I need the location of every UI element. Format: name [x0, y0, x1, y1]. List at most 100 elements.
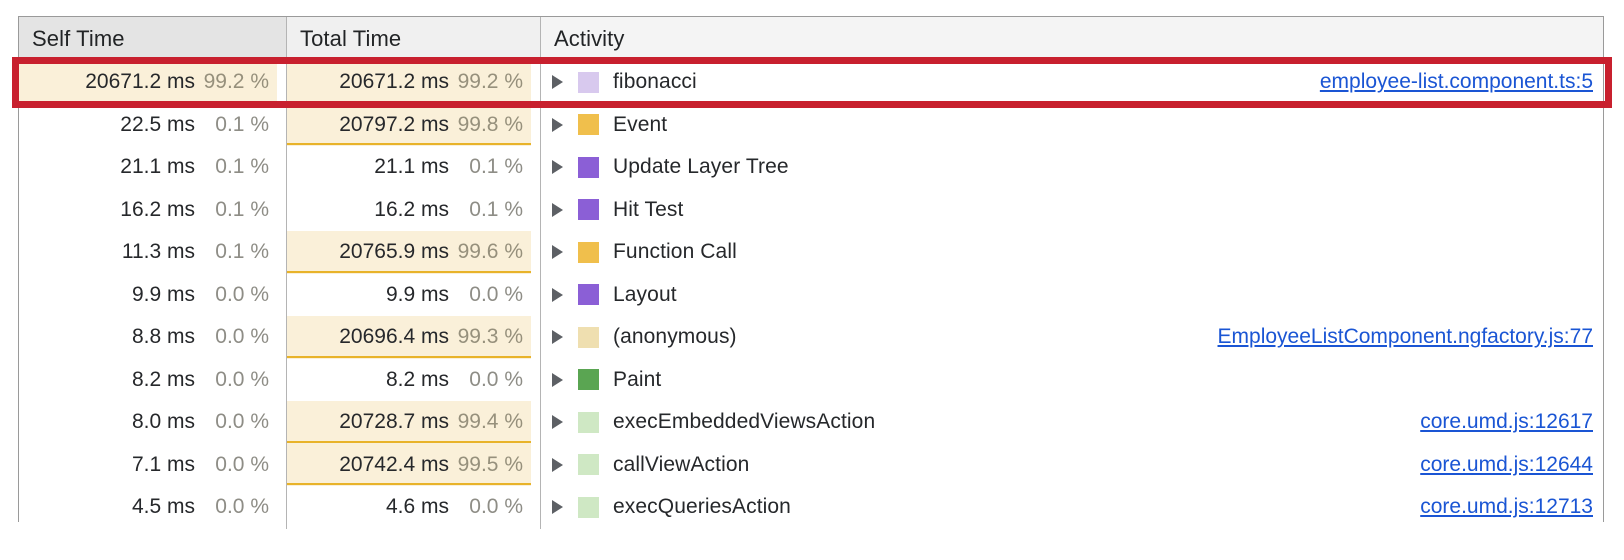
- cell-activity: Layout: [541, 274, 1603, 317]
- total-time-value-box: 21.1 ms 0.1 %: [287, 146, 531, 189]
- activity-color-swatch-icon: [578, 284, 599, 306]
- self-time-percent: 0.0 %: [215, 452, 269, 476]
- activity-label: Hit Test: [613, 197, 684, 221]
- table-header-row: Self Time Total Time Activity: [19, 17, 1603, 61]
- activity-color-swatch-icon: [578, 71, 599, 93]
- self-time-ms: 21.1 ms: [120, 155, 195, 179]
- activity-label: fibonacci: [613, 70, 697, 94]
- self-time-ms: 22.5 ms: [120, 112, 195, 136]
- cell-activity: (anonymous) EmployeeListComponent.ngfacto…: [541, 316, 1603, 359]
- expand-triangle-right-icon[interactable]: [552, 415, 563, 430]
- total-time-ms: 21.1 ms: [374, 155, 449, 179]
- expand-triangle-right-icon[interactable]: [552, 372, 563, 387]
- total-time-ms: 20765.9 ms: [339, 240, 449, 264]
- total-time-percent: 0.1 %: [469, 155, 523, 179]
- activity-color-swatch-icon: [578, 454, 599, 476]
- cell-total-time: 20765.9 ms 99.6 %: [287, 231, 541, 274]
- expand-triangle-right-icon[interactable]: [552, 287, 563, 302]
- column-header-self-time-label: Self Time: [32, 25, 125, 51]
- total-time-percent: 99.3 %: [457, 325, 523, 349]
- self-time-ms: 7.1 ms: [131, 452, 195, 476]
- source-location-link[interactable]: employee-list.component.ts:5: [1319, 70, 1593, 94]
- activity-label: execQueriesAction: [613, 495, 791, 519]
- total-time-value-box: 20765.9 ms 99.6 %: [287, 231, 531, 274]
- cell-activity: Function Call: [541, 231, 1603, 274]
- self-time-percent: 0.0 %: [215, 410, 269, 434]
- total-time-ms: 8.2 ms: [385, 367, 449, 391]
- source-location-link[interactable]: core.umd.js:12713: [1420, 495, 1593, 519]
- activity-label: (anonymous): [613, 325, 737, 349]
- column-header-activity[interactable]: Activity: [541, 17, 1603, 60]
- self-time-percent: 0.1 %: [215, 112, 269, 136]
- expand-triangle-right-icon[interactable]: [552, 160, 563, 175]
- activity-label: Layout: [613, 282, 677, 306]
- expand-triangle-right-icon[interactable]: [552, 117, 563, 132]
- cell-self-time: 7.1 ms 0.0 %: [19, 443, 287, 486]
- source-location-link[interactable]: EmployeeListComponent.ngfactory.js:77: [1217, 325, 1593, 349]
- table-row[interactable]: 11.3 ms 0.1 % 20765.9 ms 99.6 % Function Cal…: [19, 231, 1603, 274]
- self-time-ms: 16.2 ms: [120, 197, 195, 221]
- activity-color-swatch-icon: [578, 156, 599, 178]
- self-time-ms: 8.0 ms: [131, 410, 195, 434]
- total-time-percent: 99.5 %: [457, 452, 523, 476]
- total-time-value-box: 8.2 ms 0.0 %: [287, 359, 531, 402]
- activity-color-swatch-icon: [578, 369, 599, 391]
- self-time-ms: 8.8 ms: [131, 325, 195, 349]
- total-time-ms: 16.2 ms: [374, 197, 449, 221]
- cell-self-time: 8.0 ms 0.0 %: [19, 401, 287, 444]
- expand-triangle-right-icon[interactable]: [552, 75, 563, 90]
- cell-total-time: 21.1 ms 0.1 %: [287, 146, 541, 189]
- activity-label: Update Layer Tree: [613, 155, 789, 179]
- total-time-ms: 9.9 ms: [385, 282, 449, 306]
- expand-triangle-right-icon[interactable]: [552, 202, 563, 217]
- cell-total-time: 8.2 ms 0.0 %: [287, 358, 541, 402]
- self-time-value-box: 11.3 ms 0.1 %: [19, 231, 277, 274]
- self-time-percent: 0.1 %: [215, 240, 269, 264]
- total-time-percent: 99.8 %: [457, 112, 523, 136]
- self-time-value-box: 22.5 ms 0.1 %: [19, 104, 277, 147]
- column-header-self-time[interactable]: Self Time: [19, 17, 287, 60]
- total-time-ms: 4.6 ms: [385, 495, 449, 519]
- total-time-percent: 99.6 %: [457, 240, 523, 264]
- expand-triangle-right-icon[interactable]: [552, 245, 563, 260]
- expand-triangle-right-icon[interactable]: [552, 457, 563, 472]
- column-header-activity-label: Activity: [554, 25, 625, 51]
- source-location-link[interactable]: core.umd.js:12644: [1420, 452, 1593, 476]
- total-time-percent: 0.0 %: [469, 367, 523, 391]
- self-time-ms: 20671.2 ms: [85, 70, 195, 94]
- self-time-ms: 11.3 ms: [121, 240, 195, 264]
- column-header-total-time[interactable]: Total Time: [287, 17, 541, 60]
- cell-activity: fibonacci employee-list.component.ts:5: [541, 61, 1603, 104]
- source-location-link[interactable]: core.umd.js:12617: [1420, 410, 1593, 434]
- expand-triangle-right-icon[interactable]: [552, 500, 563, 515]
- expand-triangle-right-icon[interactable]: [552, 330, 563, 345]
- activity-color-swatch-icon: [578, 411, 599, 433]
